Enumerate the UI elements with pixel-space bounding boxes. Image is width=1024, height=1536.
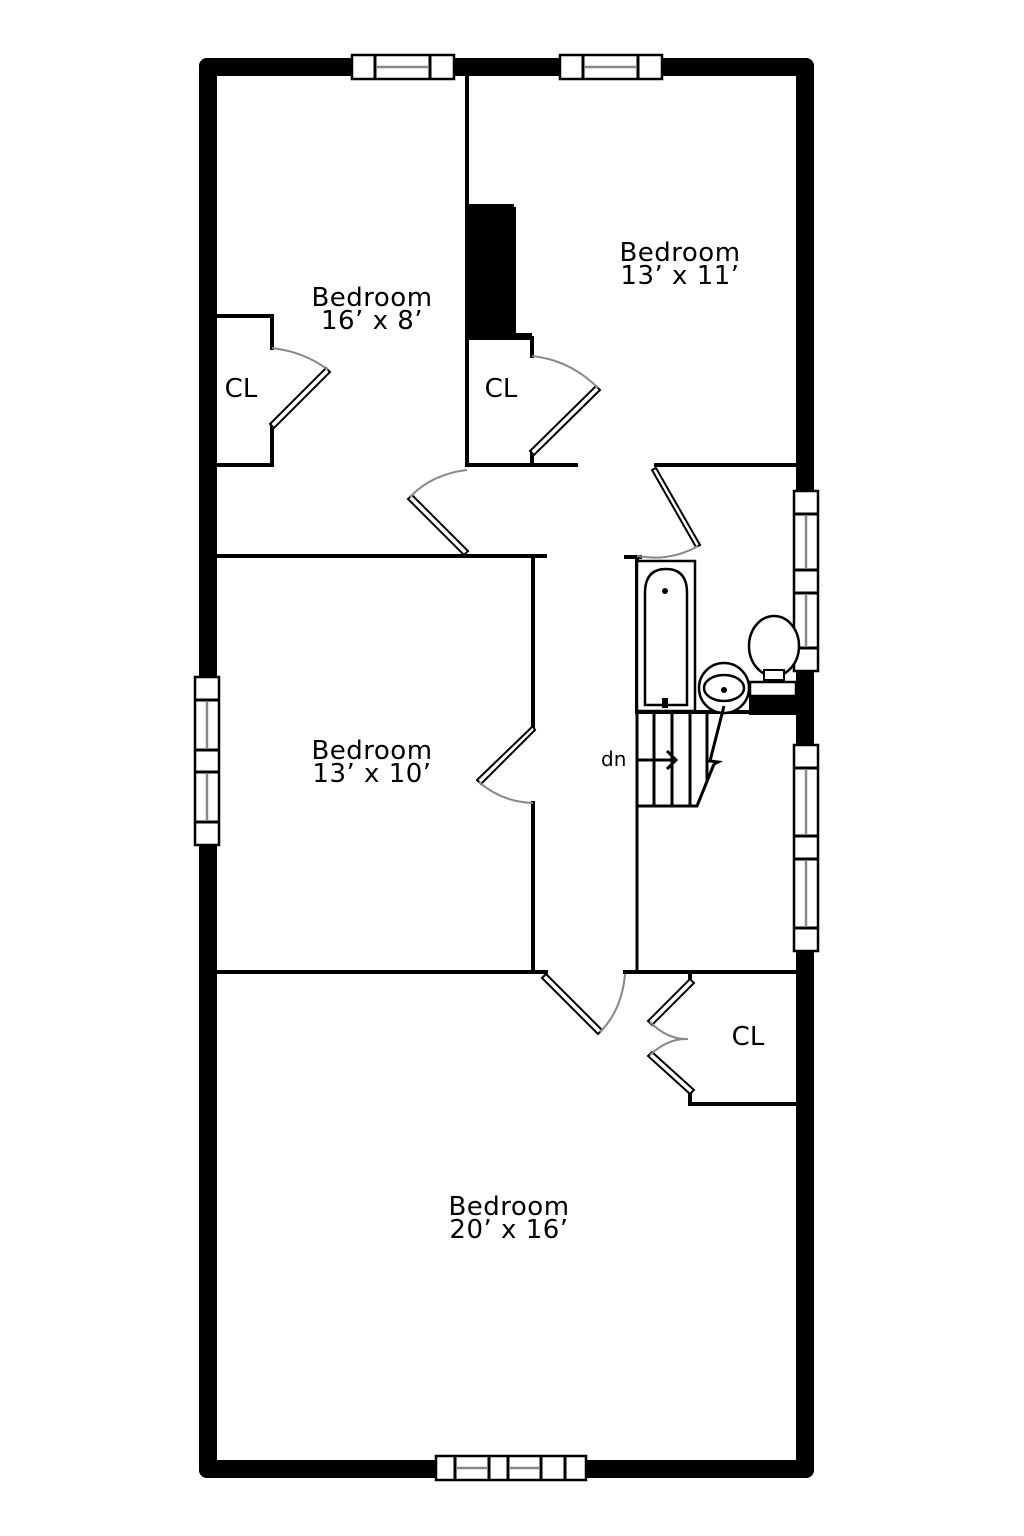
toilet (747, 614, 801, 698)
room-label-bedroom-3: Bedroom 13’ x 10’ (311, 736, 433, 789)
stairs-down-label: dn (601, 747, 627, 771)
door-closet-2[interactable] (528, 355, 602, 457)
room-dimensions: 13’ x 11’ (620, 261, 740, 291)
window-top-left (350, 53, 456, 81)
interior-walls (215, 74, 798, 1106)
closet-label-1: CL (224, 374, 258, 404)
closet-label-2: CL (484, 374, 518, 404)
door-bedroom-4[interactable] (540, 972, 626, 1036)
door-bedroom-2-bath[interactable] (636, 466, 702, 559)
bathtub (635, 559, 697, 713)
closet-label-3: CL (731, 1022, 765, 1052)
room-dimensions: 13’ x 10’ (312, 759, 432, 789)
chimney (469, 204, 532, 338)
room-label-bedroom-2: Bedroom 13’ x 11’ (619, 238, 741, 291)
sink (697, 661, 751, 715)
window-top-right (558, 53, 664, 81)
door-closet-3-lower[interactable] (646, 1037, 696, 1096)
room-label-bedroom-4: Bedroom 20’ x 16’ (448, 1192, 570, 1245)
door-closet-3-upper[interactable] (646, 977, 696, 1041)
room-name: Bedroom (448, 1192, 570, 1222)
room-name: Bedroom (311, 283, 433, 313)
window-bottom (434, 1454, 588, 1482)
window-right-lower (792, 743, 820, 953)
door-closet-1[interactable] (268, 347, 332, 430)
stairs[interactable] (637, 705, 726, 808)
room-label-bedroom-1: Bedroom 16’ x 8’ (311, 283, 433, 336)
door-bedroom-1[interactable] (406, 469, 470, 557)
window-left (193, 675, 221, 847)
room-name: Bedroom (311, 736, 433, 766)
room-dimensions: 16’ x 8’ (320, 306, 424, 336)
room-dimensions: 20’ x 16’ (449, 1215, 569, 1245)
room-name: Bedroom (619, 238, 741, 268)
door-bedroom-3[interactable] (475, 724, 537, 804)
